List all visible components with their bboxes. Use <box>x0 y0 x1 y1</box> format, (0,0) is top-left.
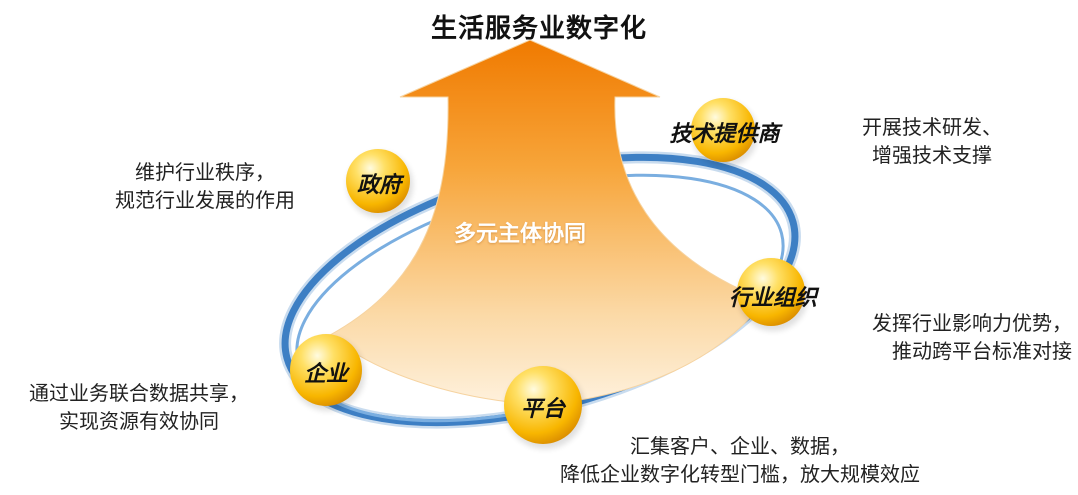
desc-line: 维护行业秩序， <box>135 160 275 184</box>
desc-line: 规范行业发展的作用 <box>115 188 295 212</box>
desc-platform: 汇集客户、企业、数据， 降低企业数字化转型门槛，放大规模效应 <box>505 432 975 488</box>
node-label-platform: 平台 <box>520 397 565 422</box>
node-ball-government <box>346 149 413 218</box>
desc-enterprise: 通过业务联合数据共享， 实现资源有效协同 <box>8 379 270 435</box>
desc-line: 通过业务联合数据共享， <box>29 381 249 405</box>
diagram-title: 生活服务业数字化 <box>430 14 647 44</box>
node-label-enterprise: 企业 <box>303 362 348 387</box>
desc-line: 推动跨平台标准对接 <box>892 339 1072 363</box>
center-label: 多元主体协同 <box>453 222 586 247</box>
node-ball-enterprise <box>290 334 365 411</box>
desc-line: 开展技术研发、 <box>862 115 1002 139</box>
desc-industry-org: 发挥行业影响力优势， 推动跨平台标准对接 <box>832 309 1072 365</box>
desc-line: 汇集客户、企业、数据， <box>630 434 850 458</box>
desc-government: 维护行业秩序， 规范行业发展的作用 <box>100 158 310 214</box>
node-ball-industry-org <box>737 258 808 331</box>
node-ball-tech-provider <box>691 98 758 167</box>
desc-tech-provider: 开展技术研发、 增强技术支撑 <box>842 113 1022 169</box>
desc-line: 发挥行业影响力优势， <box>872 311 1072 335</box>
node-label-tech-provider: 技术提供商 <box>669 122 780 147</box>
desc-line: 实现资源有效协同 <box>59 409 219 433</box>
desc-line: 增强技术支撑 <box>872 143 992 167</box>
node-label-government: 政府 <box>356 173 401 198</box>
node-ball-platform <box>504 366 585 449</box>
node-label-industry-org: 行业组织 <box>728 286 817 311</box>
desc-line: 降低企业数字化转型门槛，放大规模效应 <box>560 462 920 486</box>
